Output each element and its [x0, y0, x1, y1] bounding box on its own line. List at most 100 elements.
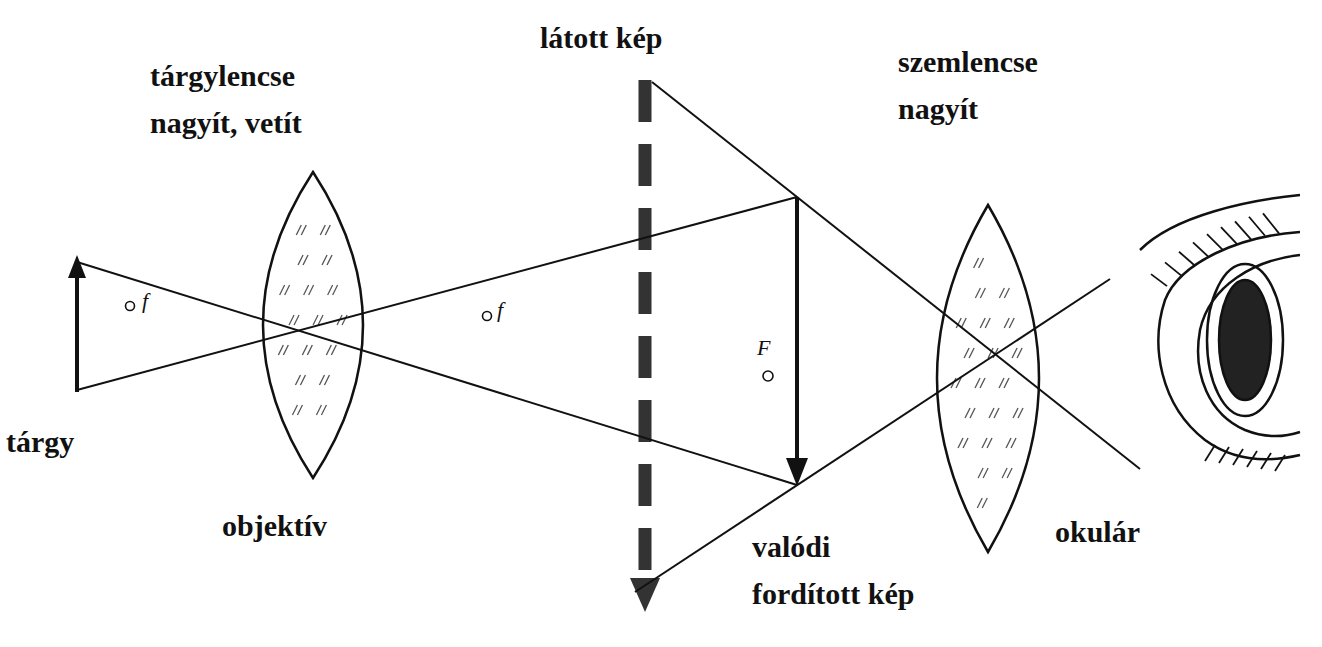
- hatch-stroke: [983, 468, 988, 478]
- light-rays: [77, 82, 1140, 592]
- hatch-stroke: [321, 405, 326, 415]
- hatch-stroke: [300, 375, 305, 385]
- eyelid-outline: [1158, 232, 1300, 459]
- part-name: okulár: [1055, 508, 1140, 555]
- hatch-stroke: [298, 255, 303, 265]
- eyelash: [1221, 227, 1237, 244]
- eyeball-outline: [1198, 255, 1300, 436]
- hatch-stroke: [958, 438, 963, 448]
- eyelash: [1207, 234, 1223, 250]
- image-name: valódi fordított kép: [752, 523, 937, 617]
- eyelash: [1165, 262, 1181, 275]
- hatch-stroke: [1007, 468, 1012, 478]
- hatch-stroke: [302, 345, 307, 355]
- hatch-stroke: [965, 408, 970, 418]
- focal-mark: F: [757, 336, 770, 360]
- hatch-stroke: [975, 378, 980, 388]
- hatch-stroke: [994, 408, 999, 418]
- eyelash: [1275, 455, 1285, 471]
- light-ray: [652, 82, 1140, 469]
- hatch-stroke: [303, 255, 308, 265]
- hatch-stroke: [970, 408, 975, 418]
- hatch-stroke: [295, 375, 300, 385]
- hatch-stroke: [999, 378, 1004, 388]
- hatch-stroke: [987, 438, 992, 448]
- hatch-stroke: [309, 285, 314, 295]
- hatch-stroke: [342, 315, 347, 325]
- eyebrow-line: [1140, 195, 1300, 250]
- hatch-stroke: [294, 315, 299, 325]
- eyelashes: [1151, 213, 1285, 471]
- eye-drawing: [1140, 195, 1300, 471]
- hatch-stroke: [1004, 288, 1009, 298]
- hatch-stroke: [964, 348, 969, 358]
- hatch-stroke: [313, 315, 318, 325]
- eyelash: [1235, 221, 1251, 239]
- hatch-stroke: [331, 345, 336, 355]
- image-name: látott kép: [540, 14, 663, 61]
- hatch-stroke: [327, 255, 332, 265]
- hatch-stroke: [324, 375, 329, 385]
- hatch-stroke: [322, 255, 327, 265]
- hatch-stroke: [1009, 318, 1014, 328]
- eyelash: [1151, 274, 1167, 286]
- eyepiece-lens: [937, 205, 1039, 552]
- hatch-stroke: [980, 318, 985, 328]
- part-name: objektív: [222, 502, 327, 549]
- iris: [1207, 264, 1283, 416]
- hatch-stroke: [316, 405, 321, 415]
- hatch-stroke: [961, 318, 966, 328]
- hatch-stroke: [1012, 348, 1017, 358]
- hatch-stroke: [292, 405, 297, 415]
- hatch-stroke: [985, 318, 990, 328]
- hatch-stroke: [278, 345, 283, 355]
- virtual-image-arrowhead: [630, 578, 660, 612]
- light-ray: [635, 279, 1110, 592]
- hatch-stroke: [974, 258, 979, 268]
- hatch-stroke: [989, 408, 994, 418]
- hatch-stroke: [969, 348, 974, 358]
- hatch-stroke: [980, 378, 985, 388]
- object-arrow: [75, 266, 79, 392]
- light-ray: [77, 197, 797, 390]
- hatch-stroke: [301, 225, 306, 235]
- hatch-stroke: [319, 375, 324, 385]
- hatch-stroke: [280, 285, 285, 295]
- eyelash: [1263, 213, 1279, 233]
- hatch-stroke: [289, 315, 294, 325]
- hatch-stroke: [982, 498, 987, 508]
- hatch-stroke: [307, 345, 312, 355]
- hatch-stroke: [297, 405, 302, 415]
- hatch-stroke: [975, 288, 980, 298]
- hatch-stroke: [1004, 378, 1009, 388]
- lens-name: tárgylencse nagyít, vetít: [150, 52, 340, 146]
- hatch-stroke: [285, 285, 290, 295]
- hatch-stroke: [1011, 438, 1016, 448]
- hatch-stroke: [326, 345, 331, 355]
- hatch-stroke: [1004, 318, 1009, 328]
- hatch-stroke: [333, 285, 338, 295]
- focal-point: [763, 371, 773, 381]
- hatch-stroke: [1002, 468, 1007, 478]
- lens-name: szemlencse nagyít: [898, 38, 1088, 132]
- hatch-stroke: [1013, 408, 1018, 418]
- focal-mark: f: [497, 298, 503, 322]
- eyelash: [1193, 242, 1209, 257]
- real-image-arrow: [795, 197, 799, 462]
- hatch-stroke: [283, 345, 288, 355]
- pupil: [1219, 280, 1271, 400]
- hatch-stroke: [296, 225, 301, 235]
- eyelash: [1219, 447, 1229, 463]
- hatch-stroke: [325, 225, 330, 235]
- virtual-image-arrow: [639, 80, 652, 578]
- hatch-stroke: [1017, 348, 1022, 358]
- object-arrowhead: [68, 255, 86, 278]
- hatch-stroke: [978, 468, 983, 478]
- eyelash: [1247, 451, 1257, 467]
- hatch-stroke: [999, 288, 1004, 298]
- eyelash: [1205, 445, 1215, 461]
- hatch-stroke: [982, 438, 987, 448]
- eyelash: [1233, 449, 1243, 465]
